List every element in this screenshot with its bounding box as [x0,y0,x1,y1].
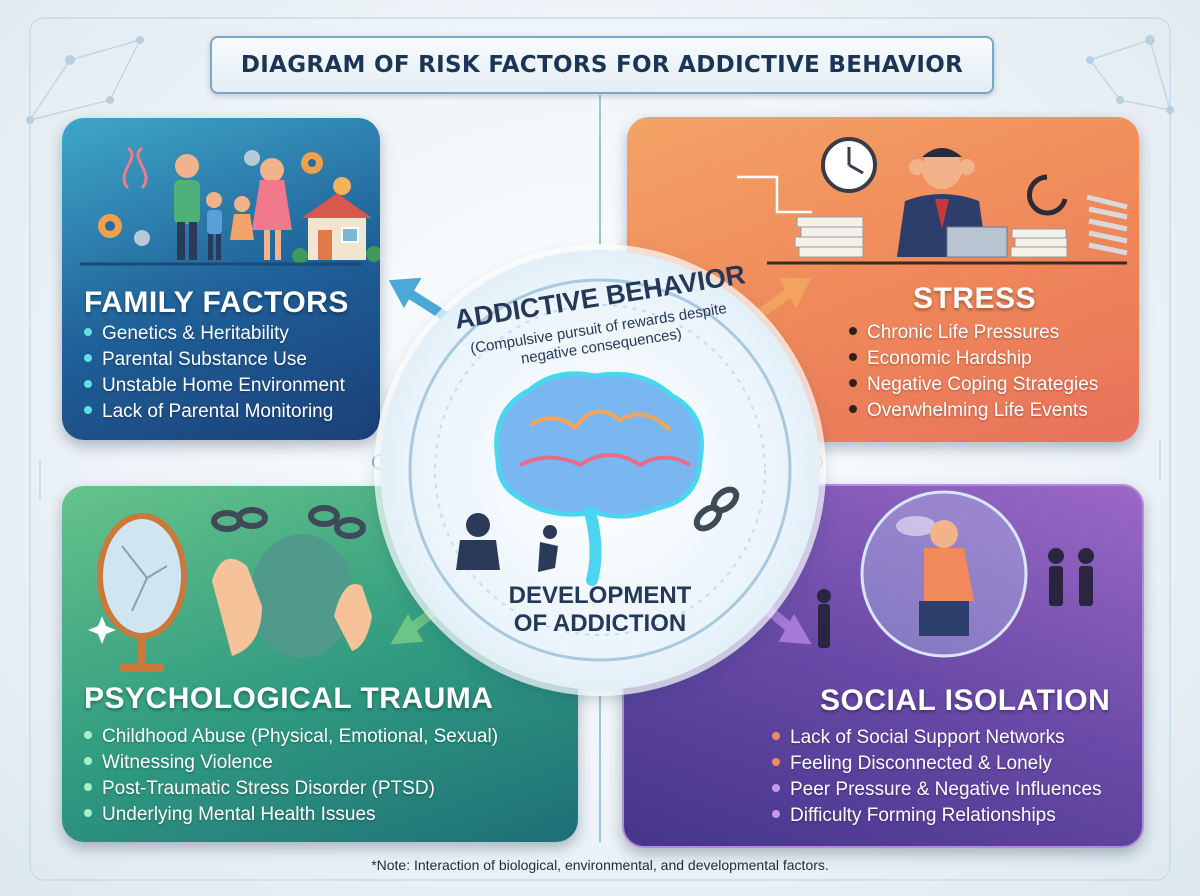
title-banner: DIAGRAM OF RISK FACTORS FOR ADDICTIVE BE… [210,36,994,94]
gear-icon-small [134,150,260,246]
house-icon [292,193,380,264]
list-item: Economic Hardship [849,346,1098,372]
list-item: Genetics & Heritability [84,321,345,347]
bullet-dot [849,378,857,387]
bullet-dot [772,783,780,792]
list-item: Peer Pressure & Negative Influences [772,777,1102,803]
social-isolation-title: SOCIAL ISOLATION [820,684,1111,717]
list-item: Parental Substance Use [84,347,345,373]
social-isolation-list: Lack of Social Support Networks Feeling … [772,725,1102,829]
list-item: Post-Traumatic Stress Disorder (PTSD) [84,776,498,802]
family-figures-icon [174,154,292,260]
crescent-icon [1026,174,1068,216]
family-factors-title: FAMILY FACTORS [84,286,349,319]
gear-icon [98,152,351,238]
list-item: Lack of Parental Monitoring [84,399,345,425]
list-item: Chronic Life Pressures [849,320,1098,346]
list-item: Overwhelming Life Events [849,398,1098,424]
dna-icon [122,146,148,190]
development-line-1: DEVELOPMENT [508,582,692,609]
bullet-dot [84,405,92,414]
distressed-figure-icon [456,513,500,570]
broken-mirror-icon [97,513,187,672]
list-item: Unstable Home Environment [84,373,345,399]
family-house-illustration [80,146,380,266]
bullet-dot [84,327,92,336]
psychological-trauma-list: Childhood Abuse (Physical, Emotional, Se… [84,724,498,828]
sparkle-icon [88,616,116,644]
family-factors-panel: FAMILY FACTORS Genetics & Heritability P… [62,118,380,440]
brain-icon [494,371,704,586]
trend-line-icon [737,175,812,214]
laptop-icon [946,226,1008,258]
chain-icon [693,486,740,532]
bullet-dot [772,731,780,740]
bullet-dot [84,353,92,362]
development-label: DEVELOPMENT OF ADDICTION [490,582,710,638]
bent-figure-icon [538,525,558,572]
bullet-dot [84,756,92,765]
bullet-dot [849,352,857,361]
development-line-2: OF ADDICTION [513,610,687,637]
distant-people-icon [817,548,1094,648]
sitting-person-icon [919,520,974,636]
list-item: Underlying Mental Health Issues [84,802,498,828]
psychological-trauma-title: PSYCHOLOGICAL TRAUMA [84,682,494,715]
broken-chain-icon [211,505,366,539]
list-item: Lack of Social Support Networks [772,725,1102,751]
bullet-dot [84,730,92,739]
family-factors-list: Genetics & Heritability Parental Substan… [84,321,345,425]
list-item: Childhood Abuse (Physical, Emotional, Se… [84,724,498,750]
footnote: *Note: Interaction of biological, enviro… [371,857,829,873]
bullet-dot [84,379,92,388]
list-item: Witnessing Violence [84,750,498,776]
paper-stack-icon [794,216,1068,258]
spring-icon [1086,194,1128,256]
diagram-title: DIAGRAM OF RISK FACTORS FOR ADDICTIVE BE… [240,52,964,78]
center-illustration [408,278,792,662]
trauma-illustration [88,505,372,672]
stress-title: STRESS [913,282,1037,315]
bullet-dot [772,757,780,766]
clock-icon [821,137,877,193]
bullet-dot [849,326,857,335]
isolation-illustration [817,490,1094,658]
list-item: Feeling Disconnected & Lonely [772,751,1102,777]
stressed-worker-illustration [737,137,1128,265]
bullet-dot [849,404,857,413]
bullet-dot [84,782,92,791]
stress-list: Chronic Life Pressures Economic Hardship… [849,320,1098,424]
list-item: Difficulty Forming Relationships [772,803,1102,829]
bullet-dot [772,809,780,818]
bullet-dot [84,808,92,817]
distressed-person-icon [212,534,372,658]
list-item: Negative Coping Strategies [849,372,1098,398]
